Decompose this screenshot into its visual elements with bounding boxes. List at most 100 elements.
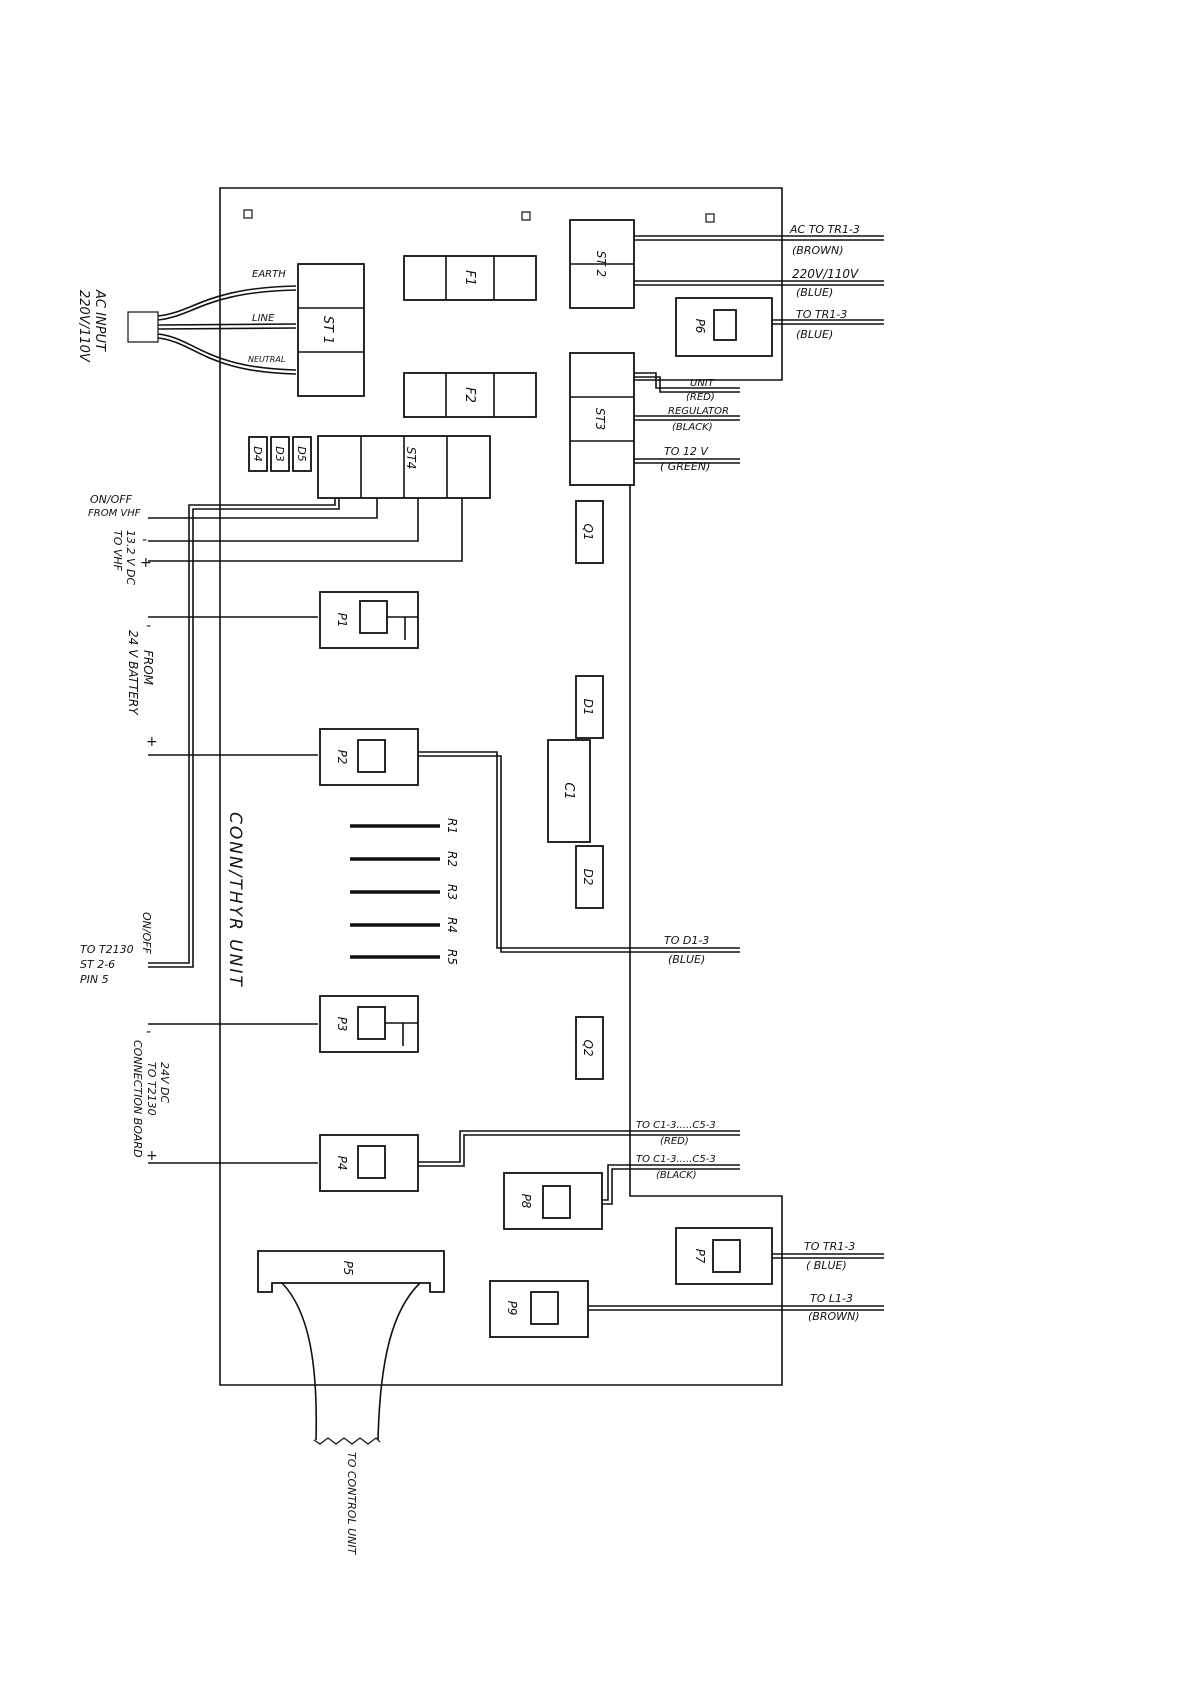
d4-label: D4 [251,446,264,461]
connector-p3 [319,995,419,1053]
st4-label: ST4 [404,447,418,470]
f2-label: F2 [462,387,477,403]
connector-p8 [503,1172,603,1230]
st3-wire-unit [634,376,740,393]
p4-label: P4 [335,1156,349,1171]
dc24-conn-label: 24V DC [158,1062,171,1103]
minus-sign-conn: - [146,1024,151,1040]
p1-label: P1 [335,613,349,628]
to-control-unit-label: TO CONTROL UNIT [345,1452,358,1556]
d1-label: D1 [581,699,595,716]
d2-label: D2 [581,869,595,886]
q1-label: Q1 [581,523,595,540]
diode-d1 [575,675,604,739]
st3-wire-unit [634,372,740,389]
connection-board-label: CONNECTION BOARD [131,1040,144,1158]
d3-label: D3 [273,446,286,461]
p8-label: P8 [519,1194,533,1209]
mounting-hole [521,211,531,221]
to-vhf-label: TO VHF [111,530,124,572]
v220-label: 220V/110V [792,267,859,281]
p3-label: P3 [335,1017,349,1032]
connector-p4 [319,1134,419,1192]
to-12v-color-label: ( GREEN) [660,460,710,473]
line-wire [157,323,297,326]
diode-d2 [575,845,604,909]
r4-label: R4 [445,917,459,933]
st4-wire-onoff [148,495,378,519]
p5-label: P5 [341,1261,355,1276]
p7-tr1-label: TO TR1-3 [804,1240,855,1253]
connector-p2 [319,728,419,786]
connector-p6 [675,297,773,357]
to-c1-black-label: TO C1-3.....C5-3 [636,1154,716,1165]
connector-p9 [489,1280,589,1338]
line-label: LINE [252,313,275,324]
ac-input-voltage-label: 220V/110V [76,290,91,363]
earth-label: EARTH [252,269,286,280]
r2-label: R2 [445,851,459,867]
onoff-vhf-label: ON/OFF [90,493,133,506]
f1-label: F1 [462,270,477,286]
r3-label: R3 [445,884,459,900]
st3-label: ST3 [593,408,607,431]
neutral-wire [157,337,297,375]
plus-sign-conn: + [146,1148,158,1164]
st4-wire-plus [148,495,463,562]
fuse-f1 [403,255,537,301]
transistor-q1 [575,500,604,564]
unit-title: CONN/THYR UNIT [225,812,245,988]
q2-label: Q2 [581,1039,595,1056]
d5-label: D5 [295,446,308,461]
p2-label: P2 [335,750,349,765]
regulator-color-label: (BLACK) [672,422,713,433]
st2-6-label: ST 2-6 [80,958,115,971]
terminal-st2 [569,219,635,309]
plus-sign-vhf: + [140,555,152,571]
onoff-long-wire [148,495,336,964]
ac-tr1-label: AC TO TR1-3 [789,223,860,236]
ac-tr1-color-label: (BROWN) [792,244,844,257]
to-12v-label: TO 12 V [664,445,709,458]
battery-voltage-label: 24 V BATTERY [126,630,140,716]
connector-p5 [257,1250,445,1445]
to-t2130-label: TO T2130 [80,943,134,956]
st2-label: ST 2 [594,251,608,277]
ac-input-label: AC INPUT [92,289,107,352]
capacitor-c1 [547,739,591,843]
to-l1-color-label: (BROWN) [808,1310,860,1323]
to-d1-color-label: (BLUE) [668,953,705,966]
earth-wire [157,289,297,321]
terminal-st1 [297,263,365,397]
st1-label: ST 1 [320,316,335,345]
p2-to-d1-wire [385,751,740,949]
unit-label: UNIT [690,378,715,389]
connector-p1 [319,591,419,649]
pin5-label: PIN 5 [80,973,109,986]
diode-d5 [292,436,312,472]
plus-sign-battery: + [146,734,158,750]
terminal-st4 [317,435,491,499]
diode-d4 [248,436,268,472]
p9-label: P9 [505,1301,519,1316]
transistor-q2 [575,1016,604,1080]
minus-sign-vhf: - [142,532,147,548]
neutral-wire [157,333,297,371]
p6-tr1-color-label: (BLUE) [796,328,833,341]
to-c1-black-color-label: (BLACK) [656,1170,697,1181]
v220-color-label: (BLUE) [796,286,833,299]
dc-vhf-label: 13.2 V DC [124,530,137,585]
terminal-st3 [569,352,635,486]
minus-sign-battery: - [146,618,151,634]
onoff-label: ON/OFF [140,912,153,955]
p6-label: P6 [693,319,707,334]
p2-to-d1-wire [385,755,740,953]
connector-p7 [675,1227,773,1285]
ac-input-cable-sleeve [127,311,159,343]
to-d1-label: TO D1-3 [664,934,709,947]
to-c1-red-color-label: (RED) [660,1136,689,1147]
onoff-long-wire [148,495,340,968]
regulator-label: REGULATOR [668,406,729,417]
st4-wire-minus [148,495,419,542]
